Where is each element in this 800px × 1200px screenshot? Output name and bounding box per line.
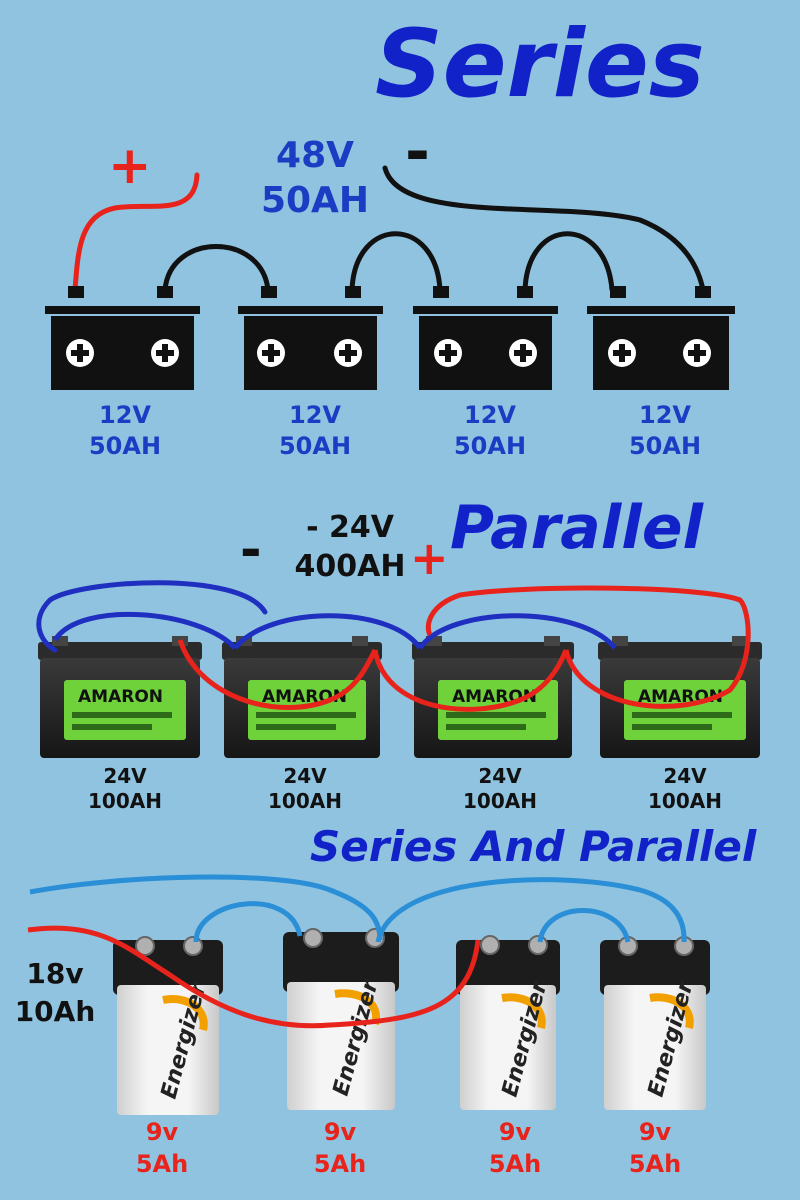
parallel-battery-3-label: 24V 100AH	[445, 764, 555, 814]
series-negative-sign: -	[405, 117, 430, 187]
series-parallel-battery-2-voltage: 9v	[323, 1118, 357, 1146]
parallel-battery-4-label: 24V 100AH	[630, 764, 740, 814]
series-battery-1-capacity: 50AH	[88, 432, 162, 461]
series-total-voltage: 48V	[276, 135, 354, 176]
parallel-negative-wire-2-3	[233, 613, 423, 650]
series-negative-wire	[382, 165, 706, 293]
parallel-battery-4: AMARON	[598, 636, 762, 758]
series-jumper-1-2	[162, 244, 271, 291]
parallel-battery-2: AMARON	[222, 636, 382, 758]
series-battery-2-voltage: 12V	[289, 401, 341, 429]
series-battery-1	[45, 286, 200, 390]
parallel-title: Parallel	[450, 493, 704, 563]
series-battery-2-capacity: 50AH	[278, 432, 352, 461]
parallel-battery-3-capacity: 100AH	[463, 789, 537, 813]
series-battery-4	[587, 286, 735, 390]
series-parallel-diagram: Energizer Energizer Energizer Energizer	[27, 874, 710, 1115]
series-parallel-battery-3-capacity: 5Ah	[488, 1150, 542, 1179]
series-parallel-battery-1: Energizer	[113, 936, 223, 1115]
series-total-capacity: 50AH	[260, 180, 370, 221]
parallel-battery-2-label: 24V 100AH	[250, 764, 360, 814]
parallel-negative-sign: -	[240, 520, 262, 580]
parallel-positive-wire-3-4	[425, 585, 751, 709]
series-jumper-2-3	[349, 231, 443, 291]
parallel-total-capacity: 400AH	[294, 549, 406, 584]
series-battery-1-voltage: 12V	[99, 401, 151, 429]
parallel-battery-1: AMARON	[38, 636, 202, 758]
series-parallel-battery-3-voltage: 9v	[498, 1118, 532, 1146]
parallel-negative-wire-lead	[36, 580, 268, 653]
series-parallel-blue-wire-3-4	[537, 908, 631, 943]
series-parallel-title: Series And Parallel	[310, 822, 757, 871]
series-parallel-total-label: 18v 10Ah	[10, 955, 100, 1031]
series-parallel-total-voltage: 18v	[26, 957, 84, 990]
series-parallel-blue-wire-main	[29, 874, 383, 941]
series-parallel-blue-wire-1-2	[193, 901, 303, 943]
series-title: Series	[375, 10, 705, 119]
series-parallel-battery-1-label: 9v 5Ah	[112, 1116, 212, 1181]
series-jumper-3-4	[522, 231, 615, 291]
series-parallel-battery-2-capacity: 5Ah	[313, 1150, 367, 1179]
series-parallel-red-wire	[27, 925, 481, 1029]
series-battery-4-capacity: 50AH	[628, 432, 702, 461]
series-parallel-battery-1-capacity: 5Ah	[135, 1150, 189, 1179]
series-battery-4-voltage: 12V	[639, 401, 691, 429]
series-parallel-battery-1-voltage: 9v	[145, 1118, 179, 1146]
series-positive-wire	[72, 172, 200, 293]
parallel-battery-1-brand: AMARON	[78, 687, 163, 707]
parallel-battery-2-voltage: 24V	[283, 764, 327, 788]
series-parallel-total-capacity: 10Ah	[14, 994, 96, 1028]
parallel-negative-wire-1-2	[52, 611, 237, 650]
parallel-positive-wire-2-3	[372, 649, 569, 712]
series-parallel-blue-wire-2-4	[375, 877, 687, 943]
series-battery-4-label: 12V 50AH	[610, 400, 720, 462]
series-parallel-battery-2: Energizer	[283, 928, 399, 1110]
series-total-label: 48V 50AH	[245, 133, 385, 223]
parallel-battery-1-capacity: 100AH	[88, 789, 162, 813]
series-battery-2-label: 12V 50AH	[260, 400, 370, 462]
series-battery-3-label: 12V 50AH	[435, 400, 545, 462]
series-parallel-battery-4: Energizer	[600, 936, 710, 1110]
parallel-positive-sign: +	[410, 531, 449, 585]
parallel-battery-4-voltage: 24V	[663, 764, 707, 788]
parallel-total-voltage: - 24V	[306, 510, 394, 545]
series-parallel-battery-4-voltage: 9v	[638, 1118, 672, 1146]
parallel-negative-wire-3-4	[417, 613, 617, 650]
series-parallel-battery-4-label: 9v 5Ah	[605, 1116, 705, 1181]
series-parallel-battery-4-capacity: 5Ah	[628, 1150, 682, 1179]
series-battery-3-capacity: 50AH	[453, 432, 527, 461]
series-parallel-battery-3-label: 9v 5Ah	[465, 1116, 565, 1181]
parallel-battery-1-voltage: 24V	[103, 764, 147, 788]
parallel-diagram: AMARON AMARON AMARON AMARON	[36, 580, 762, 758]
parallel-battery-1-label: 24V 100AH	[70, 764, 180, 814]
parallel-battery-3: AMARON	[412, 636, 574, 758]
series-battery-1-label: 12V 50AH	[70, 400, 180, 462]
series-parallel-battery-2-label: 9v 5Ah	[290, 1116, 390, 1181]
series-positive-sign: +	[108, 136, 152, 196]
series-diagram	[45, 165, 735, 390]
series-battery-3-voltage: 12V	[464, 401, 516, 429]
parallel-battery-3-voltage: 24V	[478, 764, 522, 788]
parallel-battery-2-capacity: 100AH	[268, 789, 342, 813]
series-battery-2	[238, 286, 383, 390]
series-battery-3	[413, 286, 558, 390]
parallel-positive-wire-1-2	[177, 639, 378, 710]
parallel-total-label: - 24V 400AH	[275, 508, 425, 586]
series-parallel-battery-3: Energizer	[456, 935, 560, 1110]
parallel-battery-4-capacity: 100AH	[648, 789, 722, 813]
